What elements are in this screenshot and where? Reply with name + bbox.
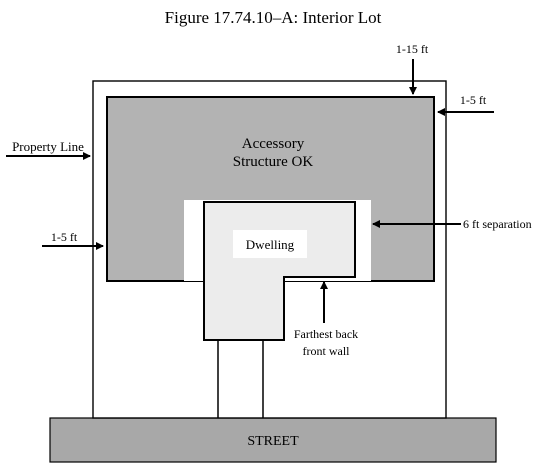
side-setback-left-label: 1-5 ft bbox=[51, 230, 78, 244]
property-line-label: Property Line bbox=[12, 139, 84, 154]
accessory-structure-area bbox=[106, 96, 435, 282]
street bbox=[49, 417, 497, 463]
street-label: STREET bbox=[247, 434, 299, 449]
dwelling-label: Dwelling bbox=[246, 237, 295, 252]
accessory-label-line1: Accessory bbox=[242, 136, 305, 152]
figure-title: Figure 17.74.10–A: Interior Lot bbox=[165, 8, 382, 27]
front-wall-label-line1: Farthest back bbox=[294, 327, 358, 341]
side-setback-right-label: 1-5 ft bbox=[460, 93, 487, 107]
rear-setback-label: 1-15 ft bbox=[396, 42, 429, 56]
dwelling-label-box bbox=[233, 230, 307, 258]
accessory-label-line2: Structure OK bbox=[233, 154, 314, 170]
front-wall-label-line2: front wall bbox=[303, 344, 351, 358]
separation-label: 6 ft separation bbox=[463, 217, 532, 231]
